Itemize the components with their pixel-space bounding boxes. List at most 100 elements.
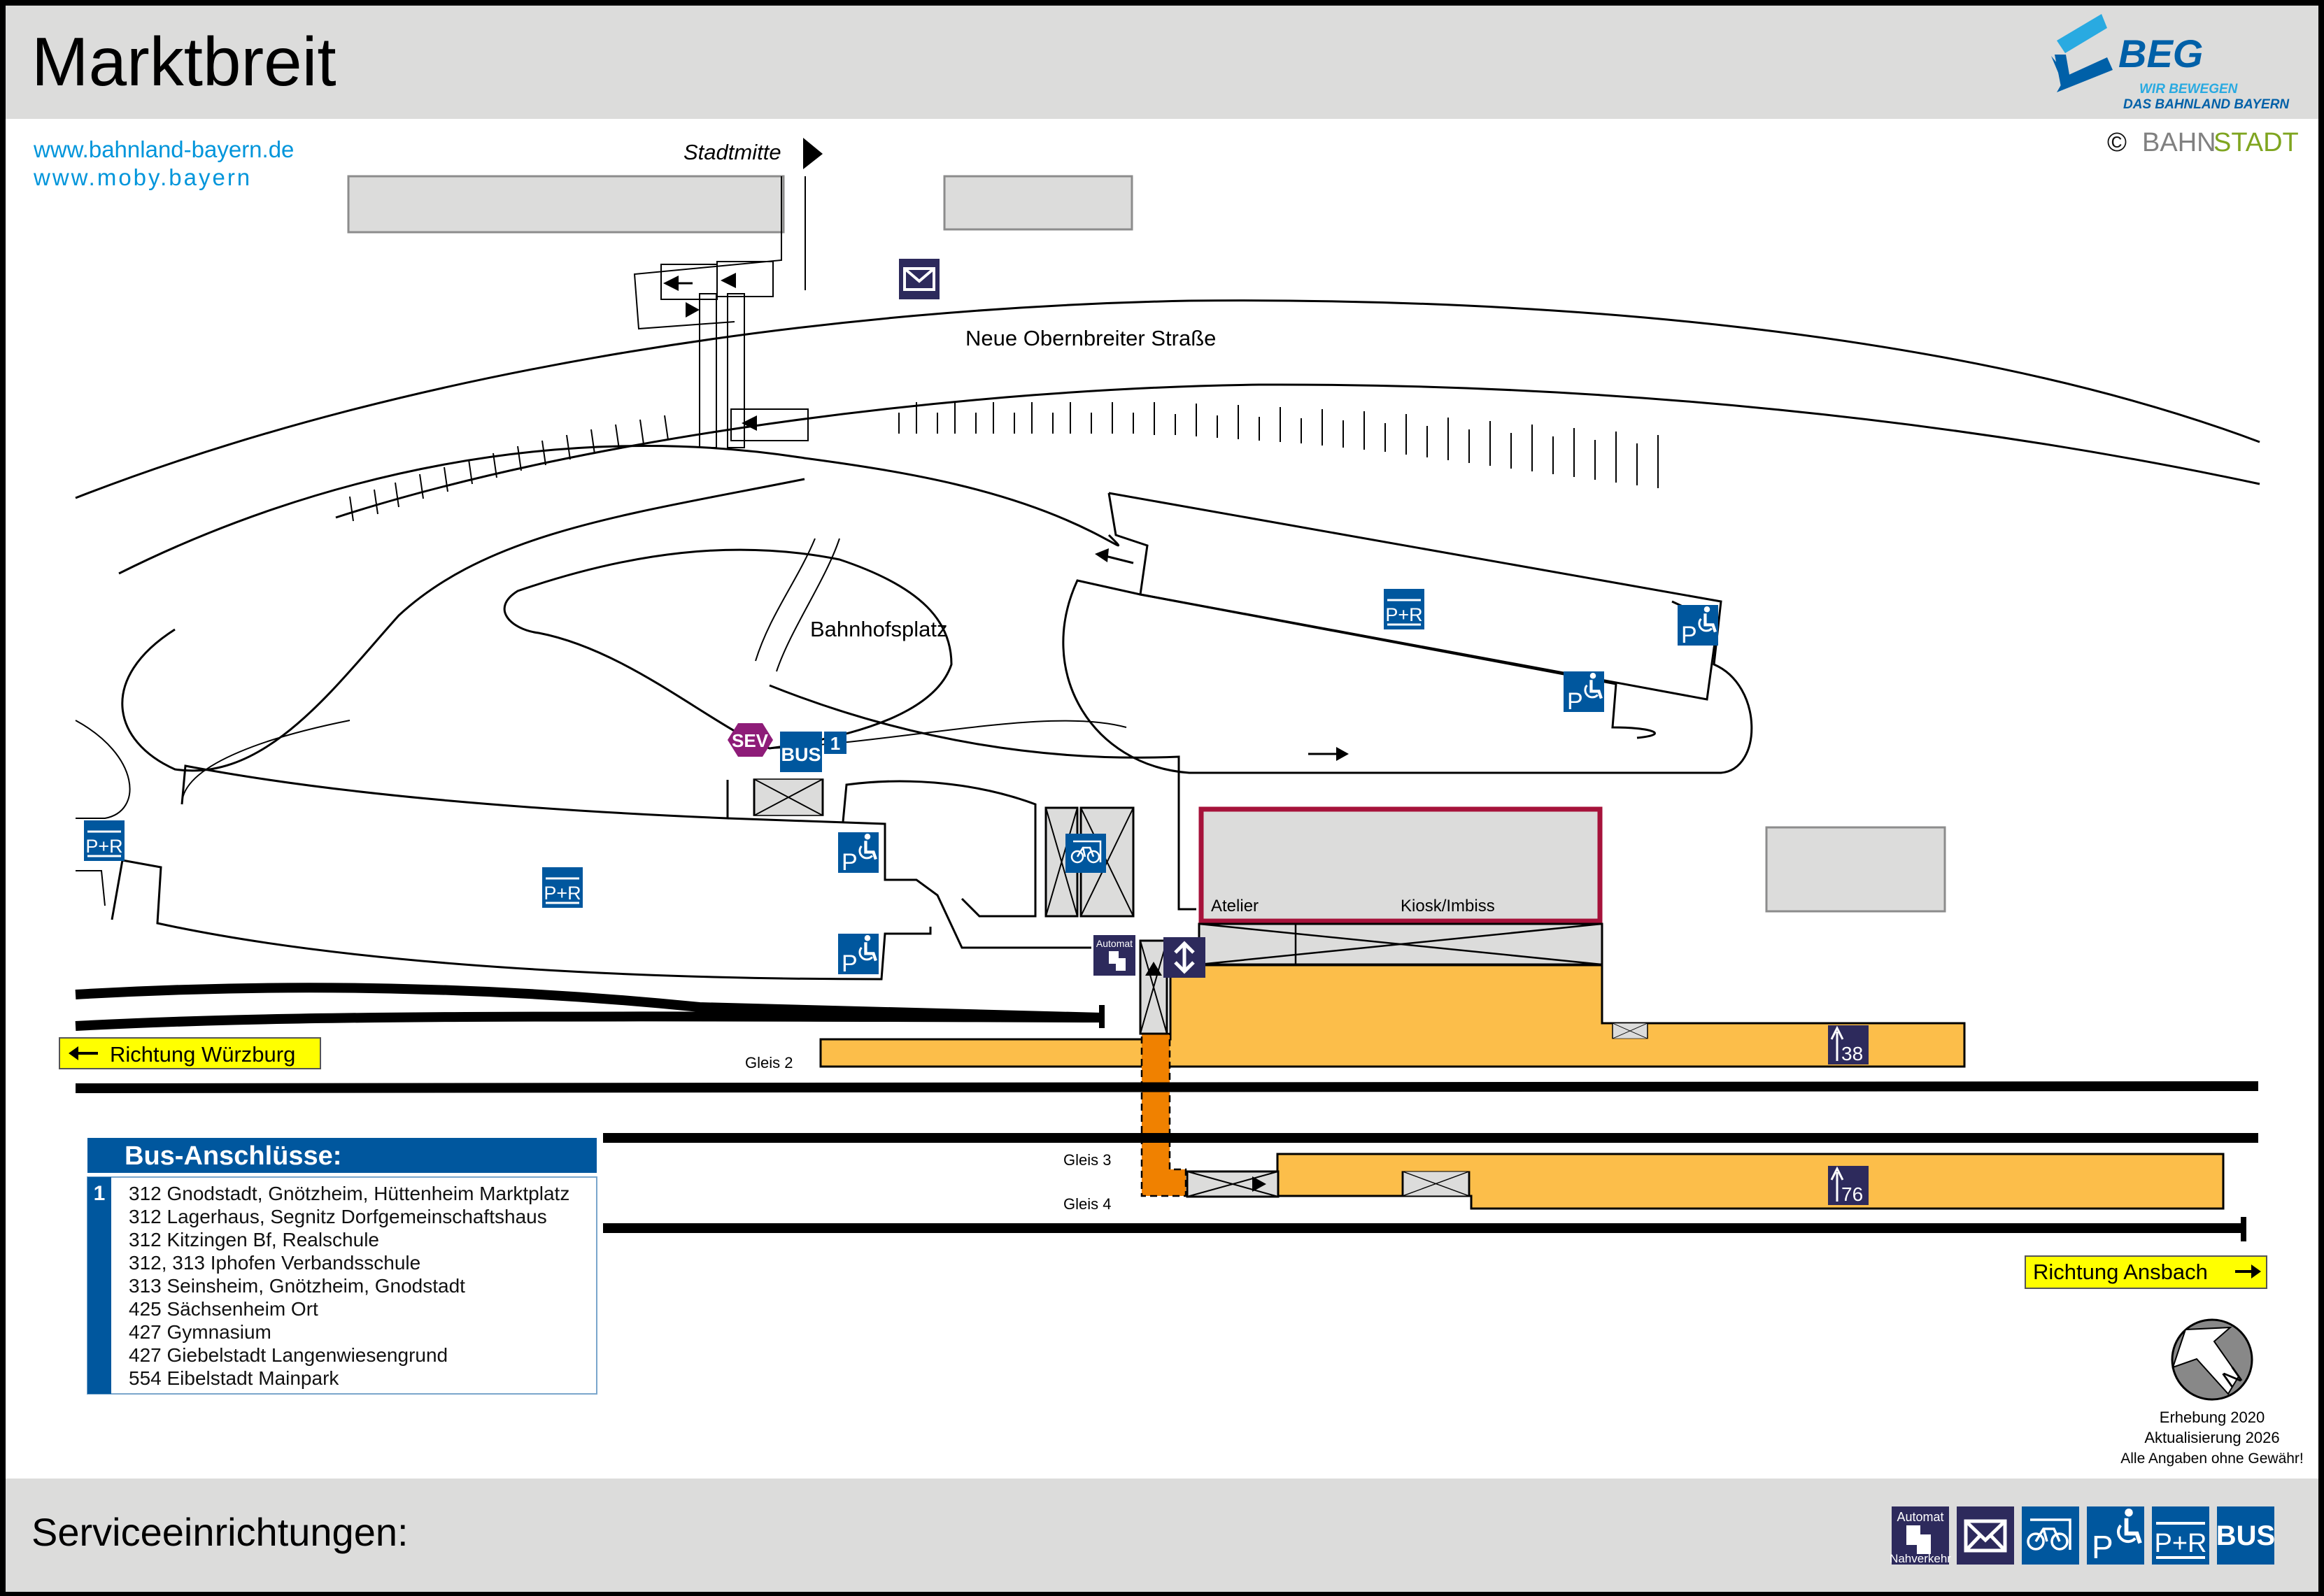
beg-logo[interactable]: BEG WIR BEWEGEN DAS BAHNLAND BAYERN bbox=[2051, 14, 2290, 112]
platform-structure bbox=[1401, 1170, 1471, 1197]
copyright-symbol: © bbox=[2107, 128, 2127, 157]
traffic-arrow-left-icon bbox=[1095, 548, 1134, 564]
bus-stop-column bbox=[87, 1177, 111, 1394]
direction-wuerzburg: Richtung Würzburg bbox=[59, 1037, 321, 1069]
platform-gleis-2 bbox=[819, 964, 1966, 1068]
link-bahnland-bayern[interactable]: www.bahnland-bayern.de bbox=[33, 136, 294, 162]
parking-stalls bbox=[349, 402, 1659, 522]
svg-text:P: P bbox=[1567, 688, 1583, 715]
mailbox-icon[interactable] bbox=[899, 259, 940, 299]
legend-disabled-parking-icon[interactable]: P bbox=[2087, 1506, 2144, 1565]
disabled-parking-icon[interactable]: P bbox=[838, 934, 879, 977]
bus-line: 427 Giebelstadt Langenwiesengrund bbox=[129, 1344, 448, 1366]
label-bahnhofsplatz: Bahnhofsplatz bbox=[810, 617, 947, 641]
bus-line: 427 Gymnasium bbox=[129, 1321, 271, 1343]
link-moby-bayern[interactable]: www.moby.bayern bbox=[33, 164, 252, 190]
svg-text:P: P bbox=[842, 849, 858, 876]
ticket-machine-icon[interactable]: Automat bbox=[1093, 935, 1135, 976]
legend-bus-icon[interactable]: BUS bbox=[2216, 1506, 2275, 1565]
survey-year: Erhebung 2020 bbox=[2160, 1409, 2265, 1426]
svg-text:Nahverkehr: Nahverkehr bbox=[1890, 1552, 1951, 1565]
track-2 bbox=[75, 1081, 2259, 1093]
footpath bbox=[633, 176, 782, 330]
traffic-arrow-right-icon bbox=[1308, 747, 1349, 761]
building-top-middle bbox=[943, 175, 1133, 231]
disabled-parking-icon[interactable]: P bbox=[838, 832, 879, 876]
bicycle-parking-icon[interactable] bbox=[1065, 834, 1106, 873]
bus-connections-header bbox=[87, 1138, 597, 1173]
svg-text:P+R: P+R bbox=[544, 883, 581, 904]
platform-height-76-badge: 76 bbox=[1828, 1166, 1869, 1205]
label-gleis-3: Gleis 3 bbox=[1063, 1151, 1111, 1169]
legend-park-and-ride-icon[interactable]: P+R bbox=[2152, 1506, 2209, 1565]
shelter-structure bbox=[753, 778, 824, 817]
svg-text:P+R: P+R bbox=[85, 836, 122, 857]
sev-bus-stop[interactable]: SEV BUS 1 bbox=[728, 723, 846, 772]
svg-text:P+R: P+R bbox=[1385, 604, 1422, 625]
elevator-icon[interactable] bbox=[1163, 937, 1205, 978]
bahnhofsplatz-island bbox=[503, 548, 953, 750]
road-lower-edge bbox=[335, 383, 2260, 519]
platform-height-38: 38 bbox=[1841, 1043, 1863, 1064]
underpass bbox=[1140, 1032, 1187, 1197]
roundabout-outer-left bbox=[121, 478, 805, 772]
building-right bbox=[1765, 826, 1946, 913]
stadtmitte-arrow-icon bbox=[803, 138, 823, 169]
bus-stop-number: 1 bbox=[830, 733, 840, 754]
svg-text:Automat: Automat bbox=[1096, 938, 1133, 949]
bus-stop-icon bbox=[780, 732, 822, 772]
platform-height-76: 76 bbox=[1841, 1183, 1863, 1205]
bus-line: 425 Sächsenheim Ort bbox=[129, 1298, 318, 1320]
svg-text:Automat: Automat bbox=[1897, 1510, 1943, 1524]
bus-line: 312 Lagerhaus, Segnitz Dorfgemeinschafts… bbox=[129, 1206, 547, 1227]
building-top-left bbox=[347, 175, 785, 234]
stairs-underpass-south bbox=[1186, 1170, 1280, 1198]
bus-connections-panel: Bus-Anschlüsse: 1 312 Gnodstadt, Gnötzhe… bbox=[87, 1138, 597, 1395]
arrow-left-icon bbox=[69, 1046, 78, 1060]
header-band bbox=[6, 6, 2318, 119]
svg-text:P: P bbox=[2092, 1529, 2113, 1565]
label-gleis-2: Gleis 2 bbox=[745, 1054, 793, 1071]
station-title: Marktbreit bbox=[31, 23, 336, 100]
bus-stop-label: BUS bbox=[781, 744, 821, 765]
park-and-ride-icon[interactable]: P+R bbox=[84, 820, 125, 861]
label-stadtmitte: Stadtmitte bbox=[683, 140, 781, 164]
platform-height-38-badge: 38 bbox=[1828, 1025, 1869, 1064]
svg-text:Richtung Würzburg: Richtung Würzburg bbox=[110, 1042, 295, 1067]
svg-text:P: P bbox=[842, 950, 858, 977]
bus-line: 312 Gnodstadt, Gnötzheim, Hüttenheim Mar… bbox=[129, 1183, 569, 1204]
road-upper-edge bbox=[75, 299, 2260, 499]
bus-line: 312, 313 Iphofen Verbandsschule bbox=[129, 1252, 420, 1274]
station-building bbox=[1198, 806, 1603, 924]
bahnstadt-part1: BAHN bbox=[2142, 128, 2216, 157]
svg-text:BUS: BUS bbox=[2216, 1520, 2275, 1551]
bus-line: 313 Seinsheim, Gnötzheim, Gnodstadt bbox=[129, 1275, 465, 1297]
legend-ticket-machine-icon[interactable]: Automat Nahverkehr bbox=[1890, 1506, 1951, 1565]
track-1 bbox=[75, 983, 1103, 1023]
svg-text:P: P bbox=[1681, 622, 1697, 648]
label-atelier: Atelier bbox=[1211, 897, 1259, 915]
copyright-bahnstadt: © BAHN STADT bbox=[2107, 128, 2299, 157]
label-gleis-4: Gleis 4 bbox=[1063, 1195, 1111, 1213]
park-and-ride-icon[interactable]: P+R bbox=[1384, 589, 1424, 629]
bahnstadt-part2: STADT bbox=[2213, 128, 2299, 157]
legend-mailbox-icon[interactable] bbox=[1957, 1506, 2014, 1565]
beg-logo-mark-light bbox=[2057, 14, 2107, 53]
park-and-ride-icon[interactable]: P+R bbox=[542, 867, 583, 908]
label-kiosk: Kiosk/Imbiss bbox=[1401, 897, 1495, 915]
beg-logo-text: BEG bbox=[2118, 31, 2203, 76]
arrow-right-icon bbox=[2251, 1264, 2261, 1278]
disabled-parking-icon[interactable]: P bbox=[1678, 605, 1718, 648]
north-arrow-icon: N bbox=[2171, 1318, 2253, 1401]
bus-connections-title: Bus-Anschlüsse: bbox=[125, 1141, 341, 1171]
disclaimer: Alle Angaben ohne Gewähr! bbox=[2120, 1451, 2304, 1467]
disabled-parking-icon[interactable]: P bbox=[1564, 671, 1604, 715]
bus-line: 312 Kitzingen Bf, Realschule bbox=[129, 1229, 379, 1251]
legend-bicycle-parking-icon[interactable] bbox=[2022, 1506, 2079, 1565]
bus-stop-number-badge bbox=[824, 732, 846, 754]
svg-text:Richtung Ansbach: Richtung Ansbach bbox=[2033, 1260, 2208, 1284]
svg-text:P+R: P+R bbox=[2155, 1529, 2207, 1558]
bus-line: 554 Eibelstadt Mainpark bbox=[129, 1367, 339, 1389]
